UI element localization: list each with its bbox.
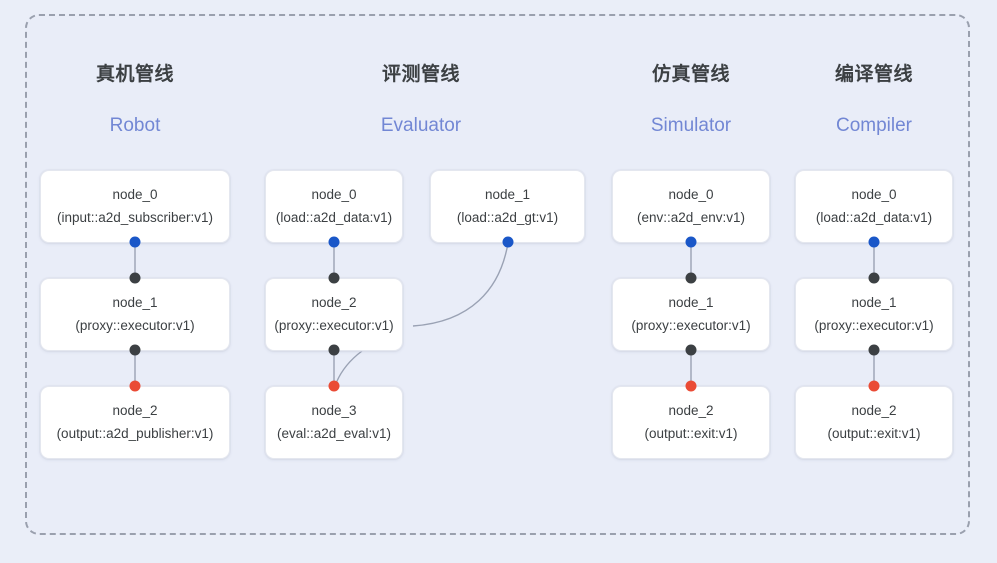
node-spec: (output::exit:v1)	[827, 426, 921, 441]
node-id: node_2	[311, 295, 357, 310]
port-input-evaluator-2[interactable]	[328, 272, 340, 284]
port-input-robot-2[interactable]	[129, 380, 141, 392]
node-evaluator-1[interactable]: node_1 (load::a2d_gt:v1)	[430, 170, 585, 243]
node-evaluator-2[interactable]: node_2 (proxy::executor:v1)	[265, 278, 403, 351]
port-input-simulator-1[interactable]	[685, 272, 697, 284]
node-id: node_0	[851, 187, 897, 202]
node-id: node_1	[851, 295, 897, 310]
port-output-evaluator-2[interactable]	[328, 344, 340, 356]
port-output-simulator-1[interactable]	[685, 344, 697, 356]
node-compiler-0[interactable]: node_0 (load::a2d_data:v1)	[795, 170, 953, 243]
node-compiler-2[interactable]: node_2 (output::exit:v1)	[795, 386, 953, 459]
port-output-simulator-0[interactable]	[685, 236, 697, 248]
node-spec: (eval::a2d_eval:v1)	[276, 426, 392, 441]
port-output-evaluator-0[interactable]	[328, 236, 340, 248]
node-simulator-1[interactable]: node_1 (proxy::executor:v1)	[612, 278, 770, 351]
node-id: node_0	[112, 187, 158, 202]
node-id: node_1	[668, 295, 714, 310]
port-output-compiler-1[interactable]	[868, 344, 880, 356]
node-id: node_1	[112, 295, 158, 310]
node-robot-2[interactable]: node_2 (output::a2d_publisher:v1)	[40, 386, 230, 459]
port-output-robot-0[interactable]	[129, 236, 141, 248]
node-id: node_0	[311, 187, 357, 202]
node-spec: (proxy::executor:v1)	[814, 318, 934, 333]
port-input-simulator-2[interactable]	[685, 380, 697, 392]
port-input-compiler-1[interactable]	[868, 272, 880, 284]
node-spec: (env::a2d_env:v1)	[636, 210, 746, 225]
node-id: node_3	[311, 403, 357, 418]
node-spec: (load::a2d_data:v1)	[275, 210, 393, 225]
node-evaluator-3[interactable]: node_3 (eval::a2d_eval:v1)	[265, 386, 403, 459]
node-spec: (output::exit:v1)	[644, 426, 738, 441]
node-simulator-0[interactable]: node_0 (env::a2d_env:v1)	[612, 170, 770, 243]
node-compiler-1[interactable]: node_1 (proxy::executor:v1)	[795, 278, 953, 351]
port-output-evaluator-1[interactable]	[502, 236, 514, 248]
node-spec: (load::a2d_data:v1)	[815, 210, 933, 225]
node-spec: (proxy::executor:v1)	[274, 318, 394, 333]
node-evaluator-0[interactable]: node_0 (load::a2d_data:v1)	[265, 170, 403, 243]
node-id: node_2	[668, 403, 714, 418]
node-spec: (output::a2d_publisher:v1)	[56, 426, 214, 441]
port-input-robot-1[interactable]	[129, 272, 141, 284]
port-output-robot-1[interactable]	[129, 344, 141, 356]
port-output-compiler-0[interactable]	[868, 236, 880, 248]
node-simulator-2[interactable]: node_2 (output::exit:v1)	[612, 386, 770, 459]
node-spec: (proxy::executor:v1)	[631, 318, 751, 333]
node-id: node_2	[112, 403, 158, 418]
node-spec: (proxy::executor:v1)	[75, 318, 195, 333]
node-id: node_1	[484, 187, 531, 202]
node-spec: (input::a2d_subscriber:v1)	[56, 210, 214, 225]
port-input-evaluator-3[interactable]	[328, 380, 340, 392]
node-id: node_0	[668, 187, 714, 202]
node-spec: (load::a2d_gt:v1)	[456, 210, 559, 225]
node-robot-0[interactable]: node_0 (input::a2d_subscriber:v1)	[40, 170, 230, 243]
port-input-compiler-2[interactable]	[868, 380, 880, 392]
node-id: node_2	[851, 403, 897, 418]
node-robot-1[interactable]: node_1 (proxy::executor:v1)	[40, 278, 230, 351]
